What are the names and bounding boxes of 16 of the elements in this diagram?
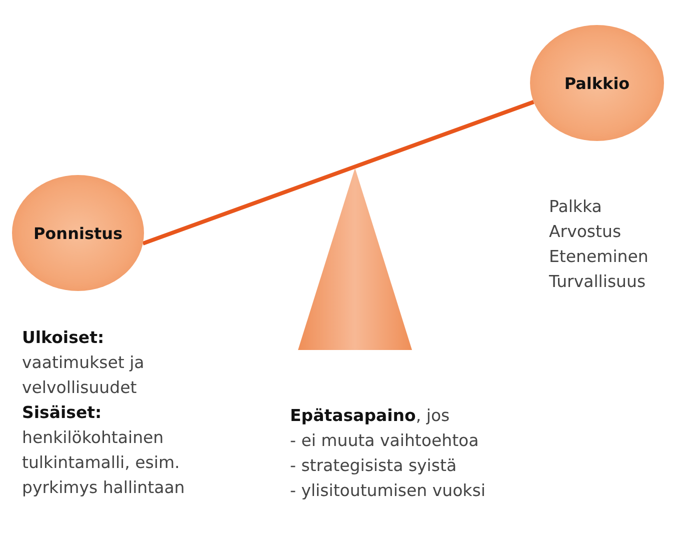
heading: Sisäiset: — [22, 402, 103, 424]
text-line: - ei muuta vaihtoehtoa — [290, 430, 480, 452]
node-label: Palkkio — [564, 74, 630, 92]
text-line: - ylisitoutumisen vuoksi — [290, 480, 486, 502]
text-line: Turvallisuus — [549, 271, 647, 293]
lever-line — [142, 100, 534, 246]
text-line: Palkka — [549, 196, 603, 218]
fulcrum-triangle — [298, 168, 412, 350]
heading: Ulkoiset: — [22, 327, 106, 349]
text-line: vaatimukset ja velvollisuudet — [22, 352, 146, 399]
text-line: Arvostus — [549, 221, 622, 243]
node-label: Ponnistus — [33, 224, 123, 242]
text-line: Eteneminen — [549, 246, 650, 268]
text-line: Epätasapaino, jos — [290, 405, 451, 427]
text-line: henkilökohtainen tulkintamalli, esim. pyrkimys hallintaan — [22, 427, 186, 499]
text-line: - strategisista syistä — [290, 455, 458, 477]
